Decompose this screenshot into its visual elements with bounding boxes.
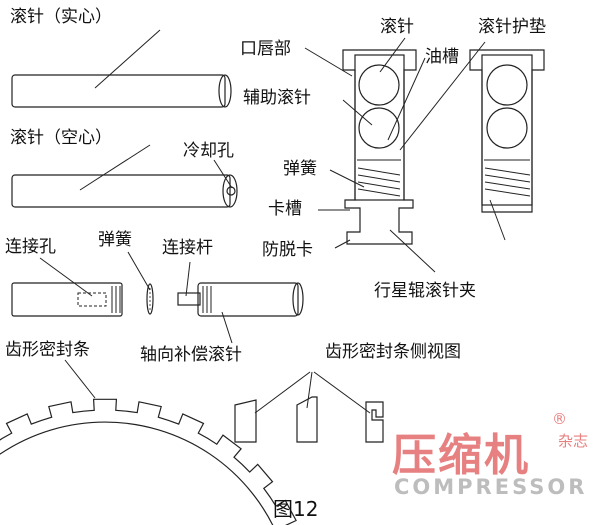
axial-roller-assembly: 连接孔 弹簧 连接杆 轴向补偿滚针 — [5, 230, 304, 365]
leader-oil-groove — [387, 57, 426, 141]
planet-roller-clip: 口唇部 滚针 油槽 辅助滚针 滚针护垫 弹簧 卡槽 防脱卡 行星辊滚针夹 — [240, 17, 546, 301]
leader-aux-roller — [342, 99, 373, 126]
label-aux-roller: 辅助滚针 — [243, 88, 311, 108]
watermark-brand: 压缩机 — [392, 430, 530, 481]
label-roller-pad: 滚针护垫 — [478, 17, 546, 37]
label-cooling-hole: 冷却孔 — [183, 141, 234, 161]
label-roller: 滚针 — [380, 17, 414, 37]
leader-connect-hole — [39, 257, 93, 297]
label-connect-rod: 连接杆 — [162, 238, 213, 258]
label-lip: 口唇部 — [240, 39, 291, 59]
label-oil-groove: 油槽 — [425, 47, 459, 67]
label-solid-roller: 滚针（实心） — [10, 7, 112, 27]
label-anti-drop-clip: 防脱卡 — [262, 240, 313, 260]
watermark-english: COMPRESSOR — [394, 475, 587, 499]
m-point-roller-clip — [469, 49, 545, 241]
leader-roller-pad — [399, 41, 486, 151]
label-axial-roller: 轴向补偿滚针 — [140, 345, 242, 365]
label-clamp-groove: 卡槽 — [268, 199, 302, 219]
label-tooth-seal: 齿形密封条 — [5, 340, 90, 360]
label-hollow-roller: 滚针（空心） — [10, 128, 112, 148]
label-tooth-seal-side: 齿形密封条侧视图 — [325, 342, 461, 362]
leader-cooling-hole — [213, 159, 233, 189]
leader-axial-roller — [221, 311, 233, 344]
leader-lip — [304, 47, 353, 77]
tooth-seal-side-view: 齿形密封条侧视图 — [234, 342, 461, 443]
leader-hollow-roller — [79, 144, 151, 191]
hollow-roller-part: 滚针（空心） 冷却孔 — [10, 128, 238, 208]
compressor-watermark: 压缩机 杂志 ® COMPRESSOR — [392, 410, 588, 499]
label-connect-hole: 连接孔 — [5, 237, 56, 257]
watermark-magazine: 杂志 — [558, 432, 588, 450]
watermark-registered: ® — [552, 410, 567, 428]
leader-planet-roller-clip — [389, 229, 436, 273]
leader-m-point-clip — [489, 199, 506, 241]
leader-connect-rod — [185, 261, 191, 297]
label-spring-left: 弹簧 — [98, 230, 132, 250]
figure-caption: 图12 — [273, 497, 318, 521]
tooth-seal-arc: 齿形密封条 — [0, 340, 297, 525]
leader-spring-right — [329, 169, 365, 188]
leader-tooth-seal — [64, 359, 96, 399]
leader-solid-roller — [94, 29, 161, 89]
label-spring-right: 弹簧 — [283, 159, 317, 179]
solid-roller-part: 滚针（实心） — [10, 7, 232, 108]
leader-roller — [379, 37, 406, 73]
leader-spring-left — [127, 251, 151, 291]
label-planet-roller-clip: 行星辊滚针夹 — [374, 281, 476, 301]
leader-anti-drop-clip — [334, 239, 351, 249]
